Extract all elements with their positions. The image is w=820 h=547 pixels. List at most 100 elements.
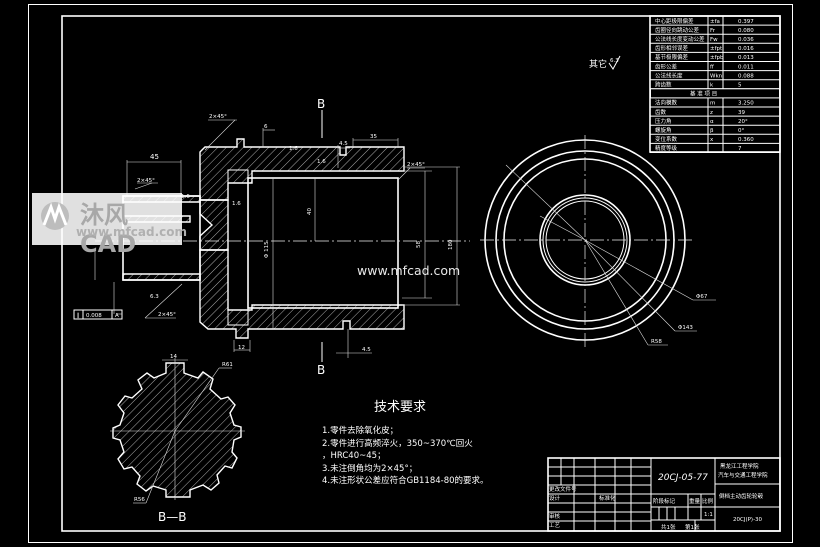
end-view-label-c: R58 bbox=[651, 339, 662, 345]
scale-value: 1:1 bbox=[704, 512, 713, 518]
inner-frame bbox=[61, 15, 781, 532]
mfcad-logo-icon bbox=[41, 202, 69, 230]
gear-param-value: 0.397 bbox=[738, 19, 754, 25]
watermark-brand: 沐风CAD bbox=[80, 201, 137, 258]
gear-param-value: 0.036 bbox=[738, 37, 754, 43]
svg-text:A: A bbox=[115, 313, 119, 319]
gear-param-value: 20° bbox=[738, 119, 748, 125]
gear-param-symbol: z bbox=[710, 110, 713, 116]
drawing-number: 20CJ(P)-30 bbox=[733, 517, 763, 523]
surface-finish-other-value: 6.3 bbox=[610, 58, 619, 64]
gear-param-name: 基节极限偏差 bbox=[655, 53, 689, 61]
gear-table-row: 齿圈径向跳动公差 Fr 0.080 bbox=[650, 26, 780, 35]
review-label: 审核 bbox=[549, 512, 561, 520]
roughness-mark-d: 6.3 bbox=[150, 294, 159, 300]
gear-param-value: 0° bbox=[738, 128, 744, 134]
gear-param-name: 中心距极限偏差 bbox=[655, 17, 694, 25]
gear-param-name: 公法线长度 bbox=[655, 71, 683, 79]
surface-finish-other: 其它 bbox=[589, 58, 607, 70]
roughness-mark-e: 1.6 bbox=[232, 201, 241, 207]
dim-chamfer-right: 2×45° bbox=[407, 162, 425, 168]
drawing-code: 20CJ-05-77 bbox=[658, 473, 708, 483]
tolerance-frame: ∥ 0.008 A bbox=[73, 251, 123, 320]
gear-table-section-header: 基 准 项 目 bbox=[690, 90, 717, 98]
dim-inner-dia: 40 bbox=[307, 208, 313, 215]
spline-label-b: R56 bbox=[134, 497, 145, 503]
spline-width-dim: 14 bbox=[170, 354, 177, 360]
end-view: Φ67 Φ143 R58 bbox=[480, 135, 716, 350]
section-label-bottom: B bbox=[317, 363, 325, 377]
gear-table-row: 中心距极限偏差 ±fa 0.397 bbox=[650, 17, 780, 26]
gear-param-symbol: Wkn bbox=[710, 73, 723, 79]
gear-param-name: 齿形相邻误差 bbox=[655, 44, 689, 52]
section-view-label: B—B bbox=[158, 510, 186, 524]
gear-param-name: 齿圈径向跳动公差 bbox=[655, 26, 700, 34]
scale-label: 比例 bbox=[702, 497, 714, 505]
section-label-top: B bbox=[317, 97, 325, 111]
process-label: 工艺 bbox=[549, 522, 561, 529]
watermark-banner: 沐风CAD www.mfcad.com bbox=[32, 193, 187, 258]
school-line1: 黑龙江工程学院 bbox=[720, 462, 759, 470]
title-block: 20CJ-05-77 黑龙江工程学院 汽车与交通工程学院 倒档主动齿轮轮毂 20… bbox=[547, 457, 781, 532]
svg-text:∥: ∥ bbox=[77, 312, 80, 319]
dim-groove-top: 4.5 bbox=[339, 141, 348, 147]
tech-requirement-item: 2.零件进行高频淬火，350~370℃回火 bbox=[322, 438, 473, 449]
roughness-mark-b: 1.6 bbox=[317, 159, 326, 165]
roughness-mark-c: 1.6 bbox=[289, 146, 298, 152]
gear-param-value: 7 bbox=[738, 146, 742, 152]
roughness-mark-a: 1.6 bbox=[181, 194, 190, 200]
gear-param-name: 齿形公差 bbox=[655, 62, 678, 70]
weight-label: 重量 bbox=[689, 497, 701, 505]
tech-requirements-list: 1.零件去除氧化皮； 2.零件进行高频淬火，350~370℃回火 ，HRC40~… bbox=[322, 425, 489, 488]
spline-profile bbox=[112, 362, 242, 498]
gear-param-symbol: ±fa bbox=[710, 19, 720, 25]
gear-table-row: 齿形公差 ff 0.011 bbox=[650, 62, 780, 72]
gear-param-symbol: ±fpb bbox=[710, 55, 724, 61]
gear-param-value: 0.088 bbox=[738, 73, 754, 79]
dim-groove-bottom: 4.5 bbox=[362, 347, 371, 353]
dim-left-length: 45 bbox=[150, 153, 159, 161]
sheet-info-a: 共1张 bbox=[661, 523, 676, 531]
dim-bottom-width: 12 bbox=[238, 345, 245, 351]
dim-spline-dia: Φ 115 bbox=[264, 241, 270, 258]
gear-param-value: 0.011 bbox=[738, 64, 754, 70]
gear-param-name: 齿数 bbox=[655, 108, 667, 116]
dim-chamfer-top: 2×45° bbox=[209, 114, 227, 120]
tech-requirement-item: ，HRC40~45； bbox=[322, 451, 386, 462]
gear-param-value: 0.080 bbox=[738, 28, 754, 34]
left-shaft-bottom-hatch bbox=[122, 273, 201, 281]
gear-param-name: 变位系数 bbox=[655, 135, 678, 143]
design-label: 设计 bbox=[549, 494, 561, 502]
gear-param-name: 跨齿数 bbox=[655, 81, 672, 89]
gear-param-symbol: x bbox=[710, 137, 714, 143]
dim-chamfer-bottom: 2×45° bbox=[158, 312, 176, 318]
gear-param-value: 0.360 bbox=[738, 137, 754, 143]
inner-bore bbox=[247, 177, 399, 309]
gear-param-symbol: ±fpt bbox=[710, 46, 723, 52]
roughness-symbol-icon bbox=[608, 55, 621, 70]
tech-requirement-item: 1.零件去除氧化皮； bbox=[322, 426, 399, 436]
change-label: 更改文件号 bbox=[549, 485, 577, 493]
sheet-info-b: 第1张 bbox=[685, 523, 700, 531]
gear-param-symbol: ff bbox=[710, 64, 714, 70]
watermark-url: www.mfcad.com bbox=[76, 225, 187, 239]
gear-table-row: 基节极限偏差 ±fpb 0.013 bbox=[650, 53, 780, 62]
dim-outer-dia-b: 180 bbox=[448, 239, 454, 250]
gear-param-name: 螺旋角 bbox=[655, 126, 672, 134]
site-watermark-text: www.mfcad.com bbox=[357, 263, 461, 278]
gear-param-value: 0.016 bbox=[738, 46, 754, 52]
gear-param-symbol: Fr bbox=[710, 28, 716, 34]
tech-requirement-item: 4.未注形状公差应符合GB1184-80的要求。 bbox=[322, 476, 489, 487]
tech-requirement-item: 3.未注倒角均为2×45°； bbox=[322, 463, 418, 474]
gear-param-value: 5 bbox=[738, 83, 742, 89]
gear-param-value: 0.013 bbox=[738, 55, 754, 61]
gear-table-row: 变位系数 x 0.360 bbox=[650, 135, 780, 144]
spline-section-view: 14 R61 R56 B—B bbox=[110, 354, 245, 524]
gear-param-name: 法向模数 bbox=[655, 99, 678, 107]
gear-param-symbol: α bbox=[710, 119, 714, 125]
